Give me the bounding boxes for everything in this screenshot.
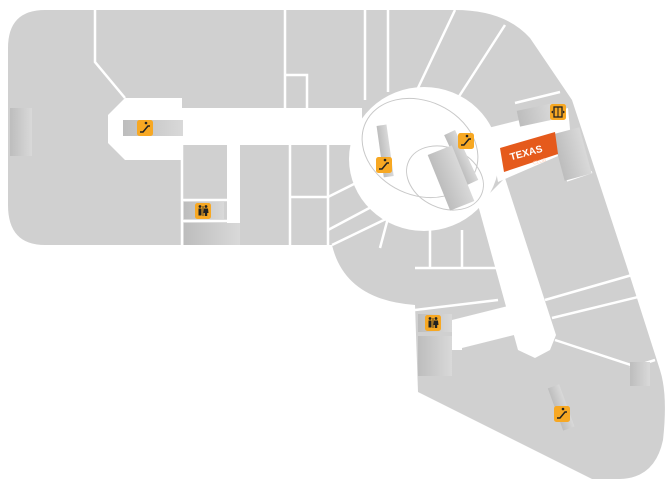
texas-club-sign[interactable]: TEXAS CLUB [500,132,558,172]
escalator-icon[interactable] [553,405,571,423]
elevator-icon[interactable] [549,103,567,121]
store-walls [93,9,656,370]
escalator-icon[interactable] [136,119,154,137]
restroom-icon[interactable] [195,203,211,219]
brand-subtitle: CLUB [533,157,548,166]
escalator-icon[interactable] [375,156,393,174]
escalator-icon[interactable] [457,132,475,150]
restroom-icon[interactable] [425,315,441,331]
